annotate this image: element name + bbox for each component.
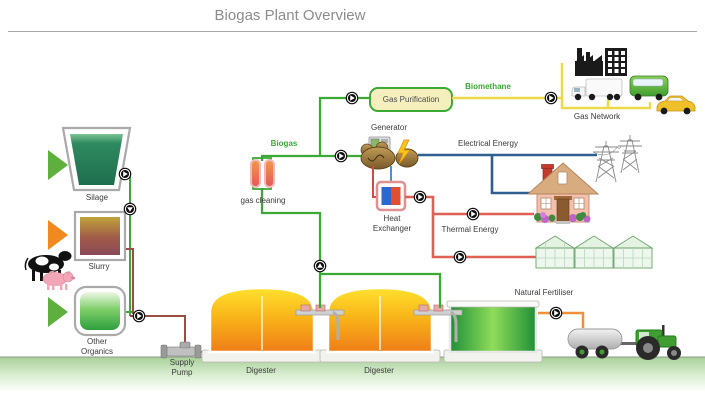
- slurry-container: [73, 210, 127, 262]
- generator-hot-water-pipe: [372, 166, 377, 198]
- digester-1-label: Digester: [246, 366, 276, 375]
- power-pylon-icon: [592, 135, 642, 183]
- gas-network-label: Gas Network: [573, 112, 621, 121]
- ground: [0, 356, 705, 392]
- pig-icon: [42, 271, 75, 290]
- feedstock-pipe: [118, 173, 212, 353]
- taxi-icon: [656, 95, 696, 115]
- gas-cleaning-label: gas cleaning: [240, 196, 286, 205]
- other-organics-container: [73, 285, 127, 337]
- supply-pump-icon: [160, 341, 202, 359]
- silage-label: Silage: [85, 193, 109, 202]
- gas-purification-box: [369, 87, 453, 112]
- gas-purification-label: Gas Purification: [382, 95, 440, 104]
- digester-1-tank: [201, 286, 323, 363]
- supply-pump-label: Supply Pump: [169, 358, 195, 377]
- other-organics-label: Other Organics: [80, 337, 113, 356]
- house-icon: [526, 162, 600, 224]
- thermal-energy-label: Thermal Energy: [441, 225, 499, 234]
- biogas-label: Biogas: [270, 139, 298, 148]
- biogas-pipe: [260, 96, 442, 308]
- bus-icon: [629, 75, 669, 101]
- electrical-line: [418, 153, 597, 195]
- slurry-label: Slurry: [88, 262, 110, 271]
- fertiliser-tank: [443, 300, 543, 363]
- electrical-energy-label: Electrical Energy: [457, 139, 519, 148]
- digester-2-tank: [319, 286, 441, 363]
- factory-icon: [575, 48, 627, 76]
- slurry-tanker-icon: [567, 328, 640, 359]
- natural-fertiliser-label: Natural Fertiliser: [514, 288, 574, 297]
- generator-label: Generator: [370, 123, 408, 132]
- truck-icon: [571, 78, 623, 101]
- silage-input-arrow-icon: [48, 150, 68, 180]
- tractor-icon: [635, 325, 681, 360]
- digester-2-label: Digester: [364, 366, 394, 375]
- generator-icon: [360, 136, 419, 170]
- diagram-title: Biogas Plant Overview: [214, 7, 366, 24]
- biomethane-label: Biomethane: [465, 82, 511, 91]
- other-organics-input-arrow-icon: [48, 297, 68, 327]
- greenhouse-icon: [534, 235, 654, 269]
- valve-icons: [118, 91, 563, 323]
- gas-cleaning-icon: [250, 157, 275, 190]
- title-underline: [8, 31, 697, 32]
- silage-container: [61, 126, 132, 192]
- heat-exchanger-label: Heat Exchanger: [372, 214, 412, 233]
- biomethane-pipe: [452, 63, 652, 110]
- slurry-input-arrow-icon: [48, 220, 68, 250]
- heat-exchanger-icon: [375, 180, 407, 212]
